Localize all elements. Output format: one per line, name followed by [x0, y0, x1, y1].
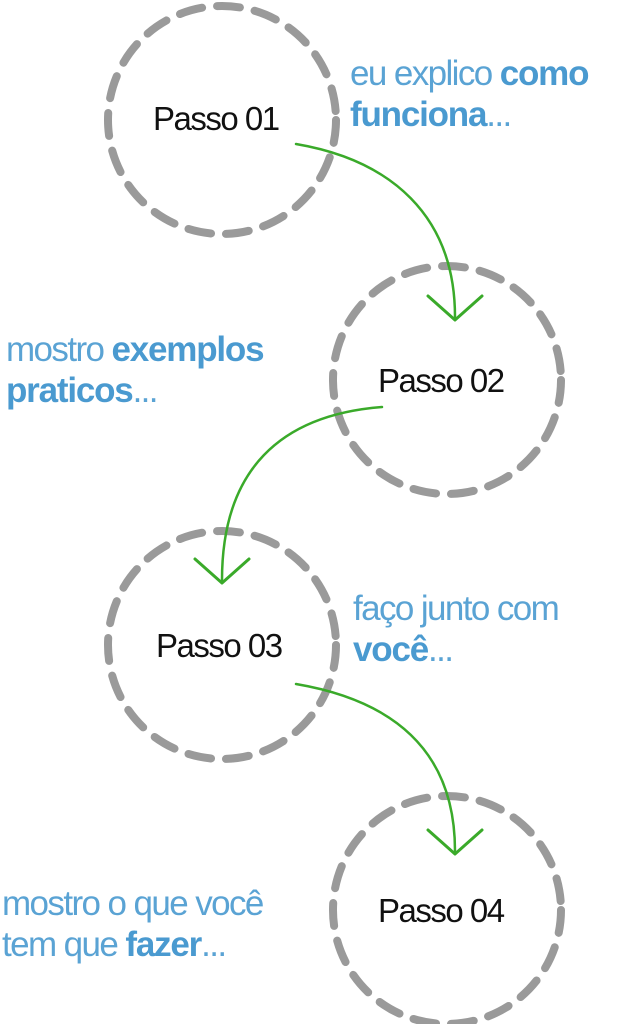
arrow-curve [294, 682, 457, 853]
step-label-4: Passo 04 [378, 892, 505, 929]
step-label-2: Passo 02 [378, 362, 505, 399]
caption-line: você... [353, 629, 558, 670]
caption-text: ... [132, 371, 159, 410]
arrow-head-icon [426, 294, 484, 322]
caption-line: faço junto com [353, 588, 560, 629]
caption-emphasis: como [499, 54, 590, 93]
arrow-curve [220, 405, 384, 582]
caption-emphasis: funciona [350, 95, 487, 134]
arrow-3-to-4 [294, 682, 484, 856]
caption-text: mostro [6, 330, 112, 369]
step-label-1: Passo 01 [153, 100, 280, 137]
arrow-curve [294, 142, 457, 319]
caption-text: ... [427, 630, 454, 669]
arrow-head-icon [426, 828, 484, 856]
caption-line: funciona... [350, 94, 588, 135]
caption-line: mostro o que você [2, 883, 264, 924]
caption-text: eu explico [350, 54, 500, 93]
step-label-3: Passo 03 [156, 627, 283, 664]
caption-text: ... [201, 925, 227, 964]
caption-text: ... [486, 95, 512, 134]
caption-line: mostro exemplos [6, 329, 265, 370]
caption-emphasis: fazer [125, 925, 202, 964]
step-circle-3 [104, 527, 340, 763]
arrow-2-to-3 [193, 405, 384, 585]
caption-line: eu explico como [350, 53, 590, 94]
caption-emphasis: exemplos [111, 330, 265, 369]
caption-line: praticos... [6, 370, 263, 411]
step-circle-2 [329, 262, 565, 498]
caption-line: tem que fazer... [2, 924, 263, 965]
caption-emphasis: você [353, 630, 429, 669]
step-circle-1 [104, 2, 340, 238]
caption-text: mostro o que você [2, 884, 264, 923]
caption-text: tem que [2, 925, 126, 964]
caption-emphasis: praticos [6, 371, 134, 410]
arrow-1-to-2 [294, 142, 484, 322]
caption-text: faço junto com [353, 589, 560, 628]
arrow-head-icon [193, 557, 251, 585]
